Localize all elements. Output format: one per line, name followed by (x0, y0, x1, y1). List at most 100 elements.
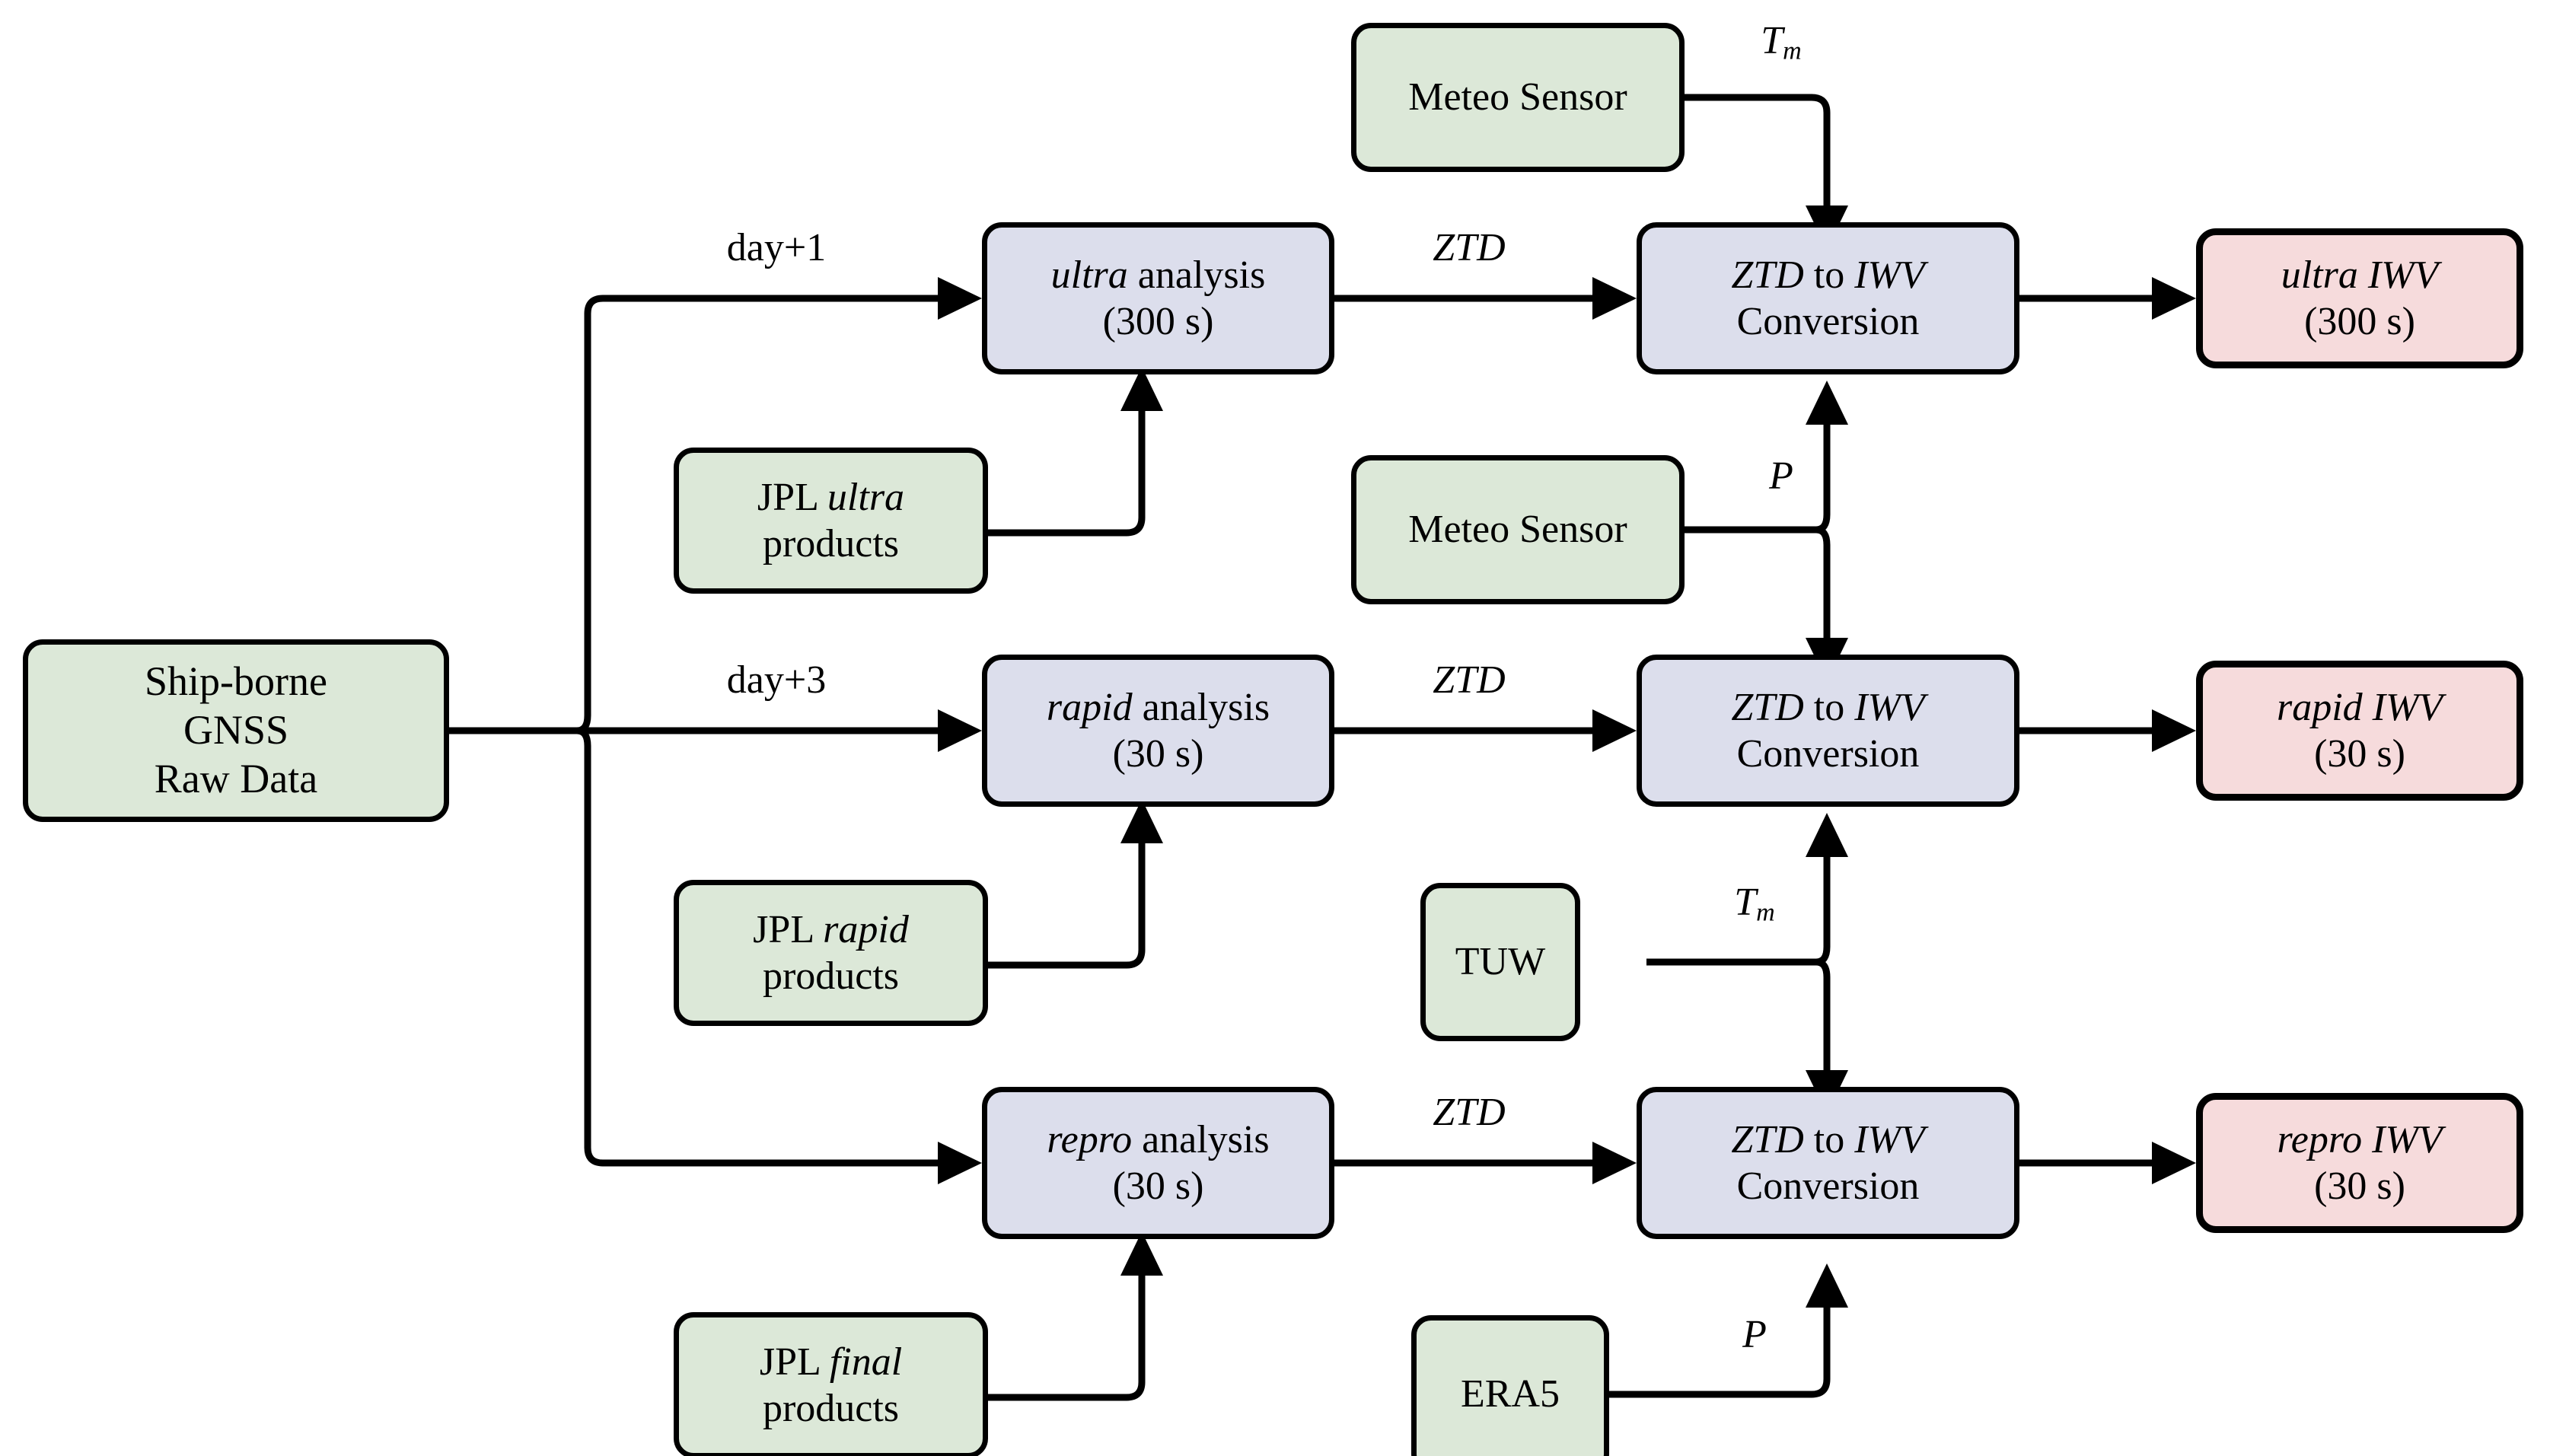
out-ultra-line-2: (300 s) (2304, 300, 2415, 343)
conv-rapid-ztd: ZTD (1731, 685, 1804, 729)
wire-tm-down-branch (1815, 958, 1831, 1084)
era5-label: ERA5 (1461, 1372, 1560, 1416)
rapid-analysis-italic: rapid (1046, 685, 1133, 729)
out-rapid-iwv: IWV (2372, 685, 2443, 729)
repro-analysis-italic: repro (1047, 1117, 1133, 1161)
rapid-analysis-line-1: rapid analysis (1047, 684, 1270, 731)
conv-repro-ztd: ZTD (1731, 1117, 1804, 1161)
jpl-ultra-roman: JPL (757, 475, 818, 519)
conv-ultra-ztd: ZTD (1731, 253, 1804, 297)
conv-rapid-line-2: Conversion (1736, 732, 1920, 776)
jpl-ultra-line-1: JPL ultra (757, 474, 904, 521)
node-meteo-sensor-top[interactable]: Meteo Sensor (1351, 23, 1685, 172)
conv-ultra-iwv: IWV (1854, 253, 1925, 297)
tuw-label: TUW (1455, 940, 1546, 984)
arrowhead-ztd-rapid (1592, 709, 1637, 752)
out-rapid-line-2: (30 s) (2314, 732, 2405, 776)
edge-label-ztd-ultra: ZTD (1433, 226, 1506, 269)
arrowhead-row1-analysis (938, 277, 982, 320)
edge-label-day-plus-1: day+1 (726, 226, 827, 269)
repro-analysis-roman: analysis (1142, 1117, 1270, 1161)
arrowhead-out-repro (2152, 1142, 2196, 1184)
wire-meteo-top-tm (1685, 94, 1831, 219)
node-jpl-rapid-products[interactable]: JPL rapid products (674, 880, 988, 1026)
arrowhead-tm-into-conv-rapid (1806, 813, 1848, 857)
node-output-rapid-iwv[interactable]: rapid IWV (30 s) (2196, 661, 2523, 801)
edge-label-tm-tuw: Tm (1678, 883, 1831, 926)
jpl-final-line-2: products (762, 1387, 900, 1430)
ultra-analysis-line-1: ultra analysis (1051, 252, 1266, 298)
jpl-final-roman: JPL (759, 1340, 820, 1384)
jpl-ultra-italic: ultra (827, 475, 905, 519)
node-jpl-final-products[interactable]: JPL final products (674, 1312, 988, 1456)
arrowhead-p-into-conv-ultra (1806, 381, 1848, 425)
conv-ultra-line-1: ZTD to IWV (1731, 252, 1924, 298)
node-meteo-sensor-mid[interactable]: Meteo Sensor (1351, 455, 1685, 604)
conv-repro-line-1: ZTD to IWV (1731, 1117, 1924, 1163)
arrowhead-row2-analysis (938, 709, 982, 752)
arrowhead-era5-p (1806, 1263, 1848, 1308)
out-repro-line-2: (30 s) (2314, 1164, 2405, 1208)
arrowhead-ztd-ultra (1592, 277, 1637, 320)
tm-top-subscript: m (1783, 37, 1802, 65)
meteo-top-label: Meteo Sensor (1408, 75, 1627, 119)
node-repro-analysis[interactable]: repro analysis (30 s) (982, 1087, 1334, 1239)
wire-jpl-ultra (988, 397, 1146, 537)
ultra-analysis-italic: ultra (1050, 253, 1128, 297)
conv-rapid-line-1: ZTD to IWV (1731, 684, 1924, 731)
node-jpl-ultra-products[interactable]: JPL ultra products (674, 448, 988, 594)
conv-ultra-line-2: Conversion (1736, 300, 1920, 343)
repro-analysis-line-1: repro analysis (1047, 1117, 1269, 1163)
jpl-ultra-line-2: products (762, 522, 900, 566)
wire-p-down-branch (1815, 526, 1831, 652)
node-era5[interactable]: ERA5 (1411, 1315, 1609, 1456)
conv-rapid-to: to (1813, 685, 1845, 729)
out-repro-line-1: repro IWV (2277, 1117, 2442, 1163)
node-conversion-repro[interactable]: ZTD to IWV Conversion (1637, 1087, 2019, 1239)
edge-label-p-era5: P (1742, 1313, 1767, 1356)
out-ultra-italic: ultra (2281, 253, 2358, 297)
node-output-ultra-iwv[interactable]: ultra IWV (300 s) (2196, 228, 2523, 368)
conv-repro-line-2: Conversion (1736, 1164, 1920, 1208)
arrowhead-out-rapid (2152, 709, 2196, 752)
node-output-repro-iwv[interactable]: repro IWV (30 s) (2196, 1093, 2523, 1233)
wire-jpl-rapid (988, 830, 1146, 969)
edge-label-ztd-rapid: ZTD (1433, 658, 1506, 702)
tm-tuw-subscript: m (1756, 898, 1775, 927)
wire-jpl-final (988, 1262, 1146, 1401)
conv-repro-iwv: IWV (1854, 1117, 1925, 1161)
jpl-final-italic: final (829, 1340, 903, 1384)
rapid-analysis-roman: analysis (1142, 685, 1270, 729)
conv-ultra-to: to (1813, 253, 1845, 297)
source-line-2: GNSS (183, 707, 289, 753)
node-tuw[interactable]: TUW (1420, 883, 1580, 1041)
jpl-rapid-line-1: JPL rapid (753, 906, 909, 953)
arrowhead-row3-analysis (938, 1142, 982, 1184)
edge-label-tm-top: Tm (1705, 21, 1857, 64)
out-rapid-line-1: rapid IWV (2277, 684, 2443, 731)
arrowhead-out-ultra (2152, 277, 2196, 320)
node-rapid-analysis[interactable]: rapid analysis (30 s) (982, 655, 1334, 807)
ultra-analysis-line-2: (300 s) (1102, 300, 1214, 343)
jpl-rapid-italic: rapid (823, 907, 909, 951)
node-source-ship-borne-gnss[interactable]: Ship-borne GNSS Raw Data (23, 639, 449, 822)
arrowhead-ztd-repro (1592, 1142, 1637, 1184)
rapid-analysis-line-2: (30 s) (1112, 732, 1204, 776)
jpl-rapid-line-2: products (762, 954, 900, 998)
node-ultra-analysis[interactable]: ultra analysis (300 s) (982, 222, 1334, 374)
out-repro-italic: repro (2277, 1117, 2363, 1161)
meteo-mid-label: Meteo Sensor (1408, 508, 1627, 552)
source-line-1: Ship-borne (145, 658, 327, 705)
edge-label-day-plus-3: day+3 (726, 658, 827, 702)
tm-tuw-symbol: T (1734, 881, 1757, 924)
node-conversion-rapid[interactable]: ZTD to IWV Conversion (1637, 655, 2019, 807)
conv-rapid-iwv: IWV (1854, 685, 1925, 729)
conv-repro-to: to (1813, 1117, 1845, 1161)
edge-label-p-mid: P (1769, 454, 1793, 498)
jpl-final-line-1: JPL final (760, 1339, 902, 1385)
repro-analysis-line-2: (30 s) (1112, 1164, 1204, 1208)
out-repro-iwv: IWV (2372, 1117, 2443, 1161)
node-conversion-ultra[interactable]: ZTD to IWV Conversion (1637, 222, 2019, 374)
source-line-3: Raw Data (154, 755, 318, 801)
